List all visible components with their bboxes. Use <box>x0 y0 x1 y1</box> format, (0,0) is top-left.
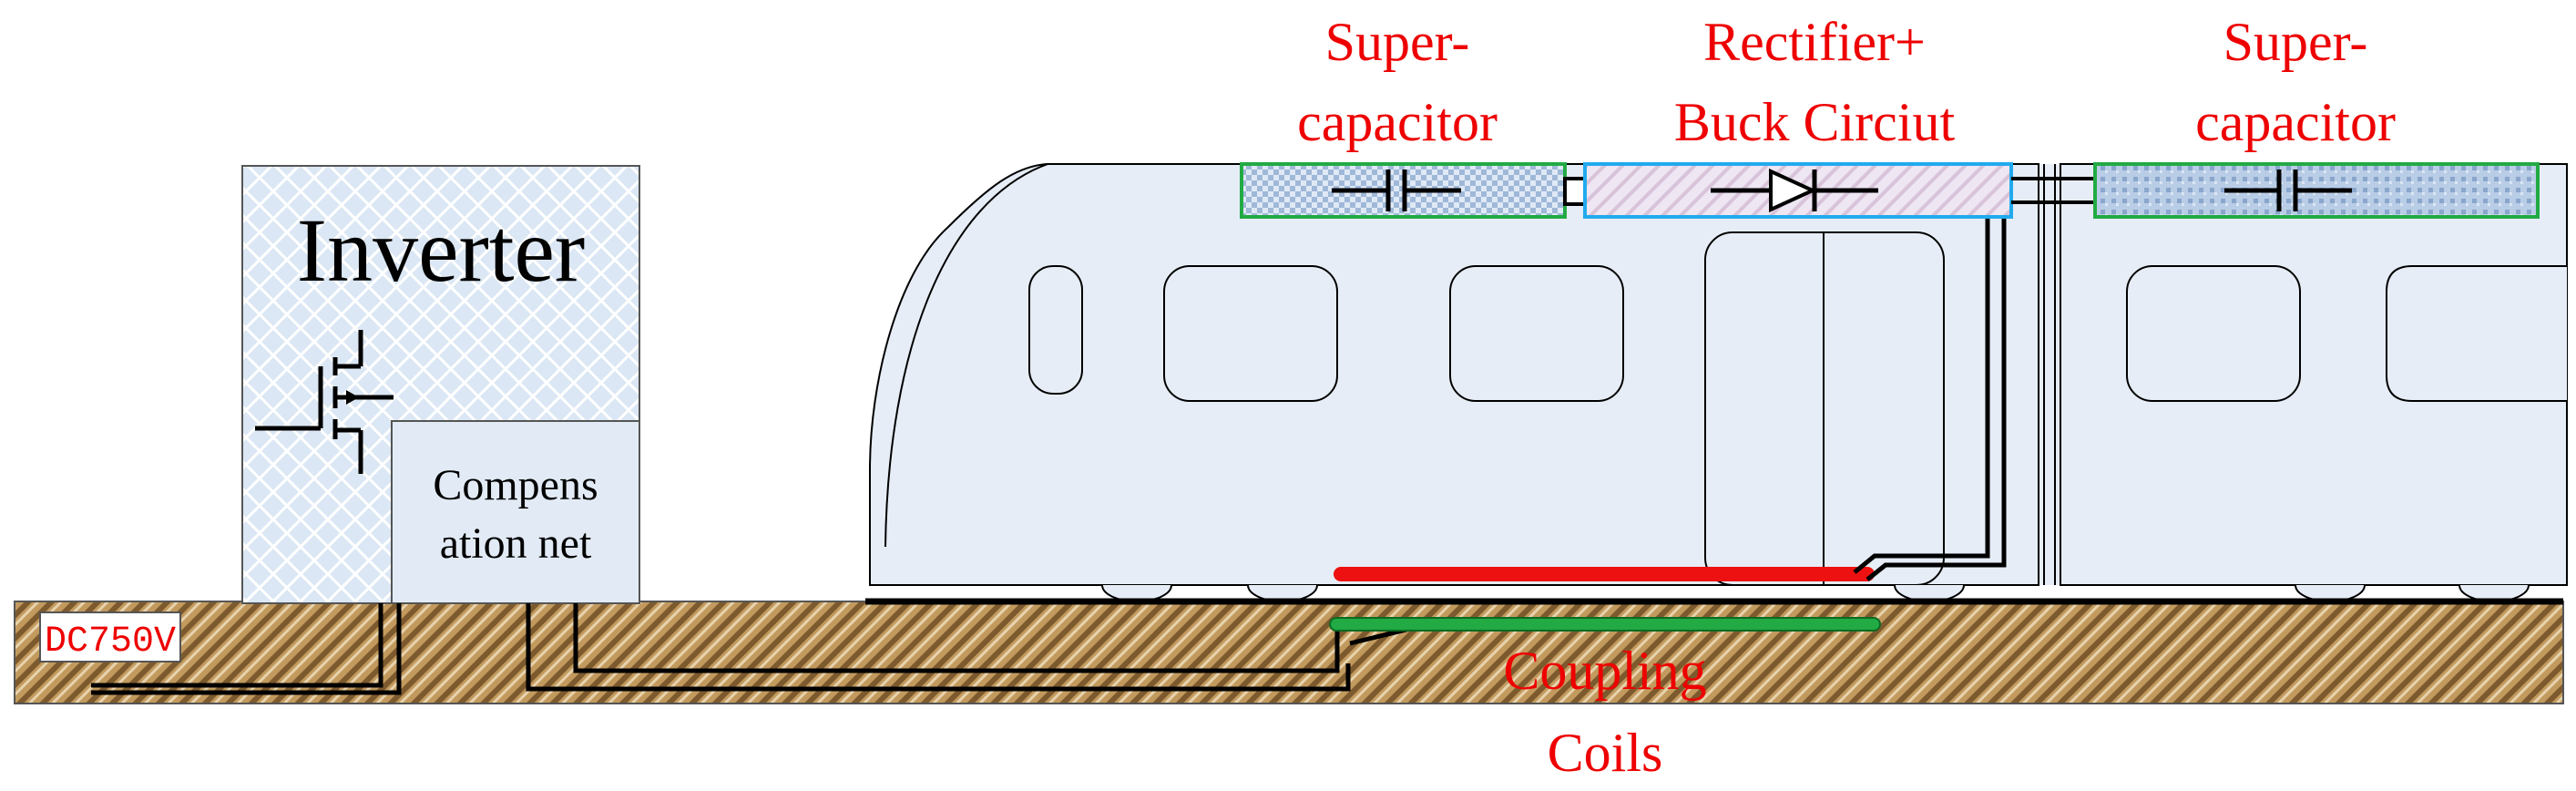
tram-window <box>1449 265 1624 402</box>
inverter-label: Inverter <box>297 200 585 301</box>
tram-window <box>1163 265 1338 402</box>
coupling-coils-label-line2: Coils <box>1548 723 1663 783</box>
compensation-net-box <box>391 420 640 604</box>
tram-window <box>2386 265 2567 402</box>
rectifier-label-line2: Buck Circiut <box>1674 92 1956 152</box>
receiver-coil <box>1334 567 1875 581</box>
supercap-rectifier-link <box>1563 177 1587 206</box>
compensation-net-label-line2: ation net <box>440 519 592 568</box>
supercap-right-label-line2: capacitor <box>2195 92 2396 152</box>
track-ground <box>14 601 2564 704</box>
tram-connector <box>2039 164 2060 585</box>
tram-window <box>2126 265 2301 402</box>
rectifier-label-line1: Rectifier+ <box>1703 12 1926 72</box>
rectifier-supercap-link <box>2011 177 2095 204</box>
coupling-coils-label-line1: Coupling <box>1503 641 1706 701</box>
tram-nose-line <box>884 163 1048 548</box>
dc-source-box <box>39 611 181 663</box>
capacitor-icon <box>2224 170 2352 211</box>
mosfet-icon <box>255 330 394 474</box>
supercap-right-label-line1: Super- <box>2223 12 2368 72</box>
tram <box>869 163 2568 602</box>
receiver-cables <box>1853 210 2007 581</box>
tram-window <box>1028 265 1083 395</box>
compensation-net-label-line1: Compens <box>433 461 598 509</box>
supercap-left-label-line2: capacitor <box>1297 92 1498 152</box>
supercap-left-label-line1: Super- <box>1325 12 1470 72</box>
capacitor-icon <box>1332 170 1461 211</box>
transmitter-coil <box>1329 617 1881 632</box>
dc-source-label: DC750V <box>45 622 176 663</box>
